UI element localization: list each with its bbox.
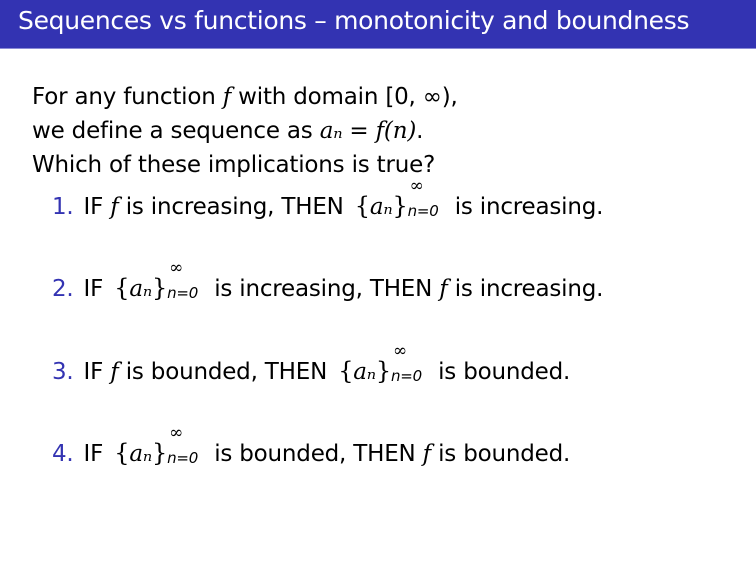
close-brace: }	[152, 274, 168, 302]
item-number: 3.	[52, 359, 74, 385]
sequence-notation: {aₙ}∞ n=0	[114, 423, 203, 467]
open-brace: {	[114, 274, 130, 302]
sequence-limits: ∞ n=0	[407, 176, 444, 220]
item-text: is increasing.	[447, 194, 604, 220]
close-brace: }	[392, 192, 408, 220]
math-f: f	[110, 194, 119, 220]
subscript-index: n=0	[167, 284, 199, 302]
slide-header: Sequences vs functions – monotonicity an…	[0, 0, 756, 49]
math-definition: aₙ = f(n)	[319, 118, 417, 144]
sequence-limits: ∞ n=0	[167, 423, 203, 467]
math-f: f	[422, 441, 432, 467]
sequence-limits: ∞ n=0	[391, 341, 427, 385]
intro-text: For any function	[32, 84, 223, 110]
intro-line-3: Which of these implications is true?	[32, 152, 436, 178]
sequence-limits: ∞ n=0	[167, 258, 203, 302]
sequence-notation: {aₙ}∞ n=0	[114, 258, 203, 302]
sequence-notation: {aₙ}∞ n=0	[354, 176, 444, 220]
subscript-index: n=0	[167, 449, 199, 467]
intro-text: with domain [0, ∞),	[231, 84, 458, 110]
math-f: f	[439, 276, 448, 302]
superscript-infinity: ∞	[393, 341, 407, 361]
intro-paragraph: For any function f with domain [0, ∞), w…	[32, 80, 458, 182]
intro-line-1: For any function f with domain [0, ∞),	[32, 80, 458, 114]
subscript-index: n=0	[391, 367, 423, 385]
list-item-4: 4. IF {aₙ}∞ n=0 is bounded, THEN f is boun…	[52, 423, 571, 467]
sequence-term: aₙ	[129, 441, 152, 467]
item-text: is bounded, THEN	[118, 359, 335, 385]
item-number: 2.	[52, 276, 74, 302]
item-text: IF	[83, 359, 111, 385]
item-text: is bounded.	[431, 359, 571, 385]
item-text: is increasing, THEN	[118, 194, 351, 220]
item-text: is increasing, THEN	[207, 276, 440, 302]
superscript-infinity: ∞	[169, 423, 184, 443]
open-brace: {	[114, 439, 130, 467]
sequence-term: aₙ	[369, 194, 393, 220]
sequence-term: aₙ	[129, 276, 152, 302]
intro-text: .	[416, 118, 424, 144]
list-item-1: 1. IF f is increasing, THEN {aₙ}∞ n=0 is i…	[52, 176, 604, 220]
item-number: 4.	[52, 441, 74, 467]
item-text: IF	[83, 441, 111, 467]
open-brace: {	[354, 192, 370, 220]
close-brace: }	[375, 357, 391, 385]
list-item-2: 2. IF {aₙ}∞ n=0 is increasing, THEN f is i…	[52, 258, 604, 302]
math-f: f	[110, 359, 119, 385]
intro-line-2: we define a sequence as aₙ = f(n).	[32, 114, 458, 148]
math-f: f	[222, 84, 232, 110]
superscript-infinity: ∞	[169, 258, 184, 278]
item-text: IF	[83, 276, 111, 302]
superscript-infinity: ∞	[409, 176, 424, 196]
item-text: is increasing.	[447, 276, 604, 302]
item-text: IF	[83, 194, 111, 220]
sequence-term: aₙ	[353, 359, 376, 385]
close-brace: }	[152, 439, 168, 467]
item-text: is bounded.	[431, 441, 571, 467]
open-brace: {	[338, 357, 354, 385]
subscript-index: n=0	[407, 202, 439, 220]
sequence-notation: {aₙ}∞ n=0	[338, 341, 427, 385]
slide-title: Sequences vs functions – monotonicity an…	[18, 6, 690, 35]
item-text: is bounded, THEN	[207, 441, 423, 467]
list-item-3: 3. IF f is bounded, THEN {aₙ}∞ n=0 is boun…	[52, 341, 571, 385]
item-number: 1.	[52, 194, 74, 220]
intro-text: we define a sequence as	[32, 118, 320, 144]
